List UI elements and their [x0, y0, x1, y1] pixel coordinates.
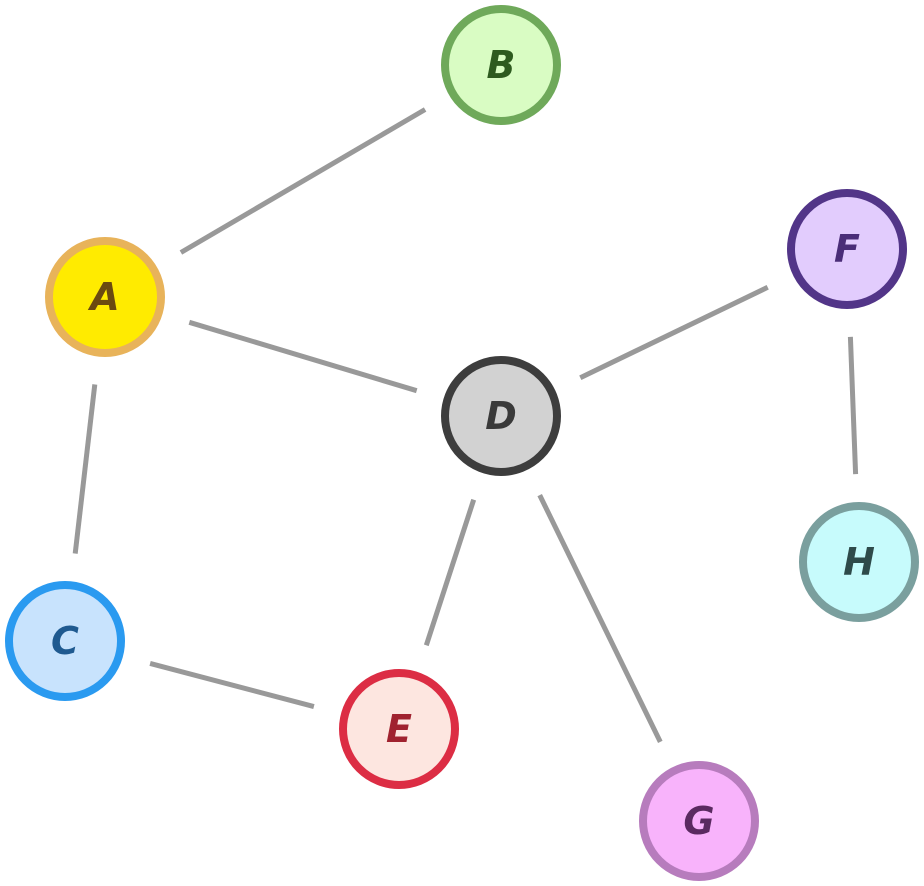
node-b: B: [441, 5, 561, 125]
node-c: C: [5, 581, 125, 701]
node-circle: [441, 356, 561, 476]
edge-c-e: [149, 660, 315, 710]
node-circle: [799, 502, 919, 622]
edge-d-f: [579, 285, 769, 380]
node-f: F: [787, 189, 907, 309]
node-circle: [441, 5, 561, 125]
node-label: A: [87, 275, 119, 319]
edges-layer: [72, 107, 859, 743]
edge-d-g: [537, 494, 663, 743]
node-g: G: [639, 761, 759, 881]
edge-f-h: [847, 336, 859, 475]
nodes-layer: A B C D E F G H: [5, 5, 919, 881]
edge-a-d: [188, 319, 418, 394]
node-circle: [787, 189, 907, 309]
node-circle: [339, 669, 459, 789]
edge-d-e: [423, 498, 477, 647]
node-label: B: [487, 43, 516, 87]
node-label: E: [386, 707, 412, 751]
node-circle: [5, 581, 125, 701]
node-a: A: [45, 237, 165, 357]
node-label: C: [51, 619, 79, 663]
node-circle: [45, 237, 165, 357]
node-label: G: [683, 799, 714, 843]
edge-a-b: [179, 107, 427, 255]
node-h: H: [799, 502, 919, 622]
node-e: E: [339, 669, 459, 789]
node-d: D: [441, 356, 561, 476]
node-label: H: [843, 540, 875, 584]
node-label: D: [485, 394, 517, 438]
edge-a-c: [72, 384, 98, 554]
node-circle: [639, 761, 759, 881]
node-label: F: [834, 227, 860, 271]
